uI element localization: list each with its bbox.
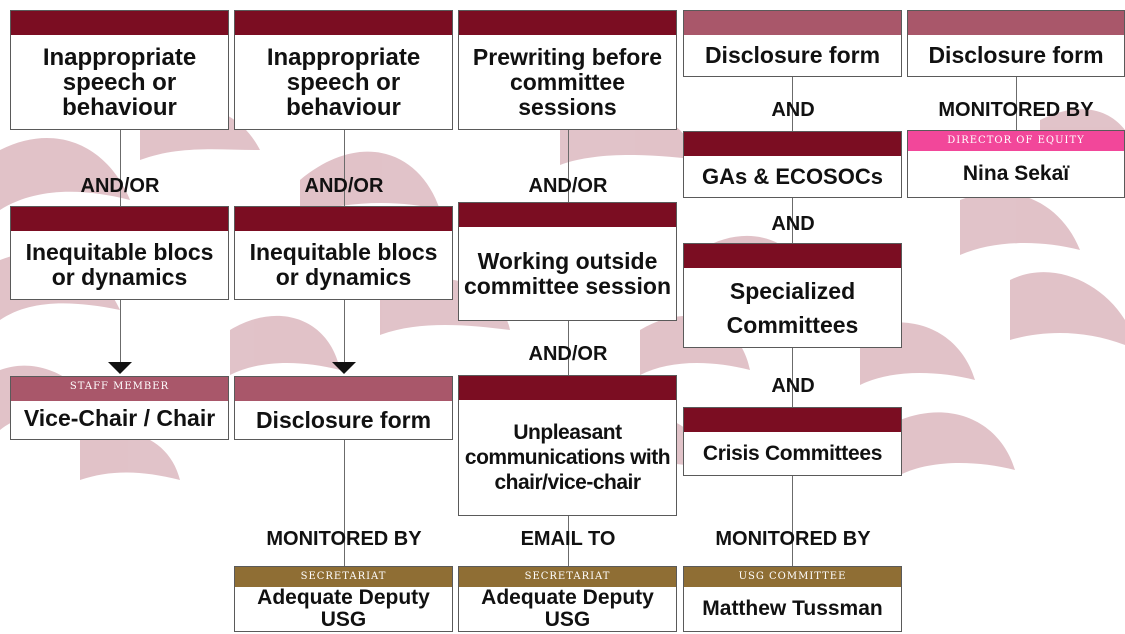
connector-line xyxy=(568,129,569,203)
node-nina-sekai: DIRECTOR OF EQUITY Nina Sekaï xyxy=(907,130,1125,198)
node-disclosure-form: Disclosure form xyxy=(907,10,1125,77)
node-unpleasant-communications: Unpleasant communications with chair/vic… xyxy=(458,375,677,516)
node-matthew-tussman: USG COMMITTEE Matthew Tussman xyxy=(683,566,902,632)
connector-line xyxy=(568,515,569,566)
connector-label: MONITORED BY xyxy=(715,528,871,550)
connector-label: MONITORED BY xyxy=(266,528,422,550)
connector-line xyxy=(568,320,569,376)
connector-label: AND/OR xyxy=(528,343,608,365)
connector-line xyxy=(344,129,345,207)
node-disclosure-form: Disclosure form xyxy=(234,376,453,440)
role-tag: SECRETARIAT xyxy=(524,571,611,582)
node-inequitable-blocs: Inequitable blocs or dynamics xyxy=(10,206,229,300)
connector-label: AND/OR xyxy=(528,175,608,197)
connector-line xyxy=(344,299,345,363)
node-inequitable-blocs: Inequitable blocs or dynamics xyxy=(234,206,453,300)
connector-line xyxy=(344,440,345,566)
connector-line xyxy=(120,299,121,363)
node-adequate-deputy-usg: SECRETARIAT Adequate Deputy USG xyxy=(458,566,677,632)
connector-label: AND xyxy=(771,99,815,121)
role-tag: SECRETARIAT xyxy=(300,571,387,582)
connector-line xyxy=(1016,76,1017,131)
connector-label: AND/OR xyxy=(304,175,384,197)
connector-label: MONITORED BY xyxy=(938,99,1094,121)
connector-line xyxy=(792,347,793,407)
connector-line xyxy=(792,475,793,566)
arrow-down-icon xyxy=(332,362,356,374)
node-crisis-committees: Crisis Committees xyxy=(683,407,902,476)
node-inappropriate-speech: Inappropriate speech or behaviour xyxy=(10,10,229,130)
connector-line xyxy=(792,76,793,132)
node-prewriting: Prewriting before committee sessions xyxy=(458,10,677,130)
node-working-outside: Working outside committee session xyxy=(458,202,677,321)
connector-label: AND xyxy=(771,375,815,397)
role-tag: USG COMMITTEE xyxy=(738,571,847,582)
node-vice-chair: STAFF MEMBER Vice-Chair / Chair xyxy=(10,376,229,440)
connector-label: EMAIL TO xyxy=(520,528,616,550)
arrow-down-icon xyxy=(108,362,132,374)
connector-label: AND xyxy=(771,213,815,235)
connector-line xyxy=(120,129,121,207)
node-adequate-deputy-usg: SECRETARIAT Adequate Deputy USG xyxy=(234,566,453,632)
connector-line xyxy=(792,197,793,244)
node-specialized-committees: Specialized Committees xyxy=(683,243,902,348)
connector-label: AND/OR xyxy=(80,175,160,197)
role-tag: STAFF MEMBER xyxy=(69,381,170,392)
node-gas-ecosocs: GAs & ECOSOCs xyxy=(683,131,902,198)
role-tag: DIRECTOR OF EQUITY xyxy=(947,135,1085,146)
node-disclosure-form: Disclosure form xyxy=(683,10,902,77)
node-inappropriate-speech: Inappropriate speech or behaviour xyxy=(234,10,453,130)
